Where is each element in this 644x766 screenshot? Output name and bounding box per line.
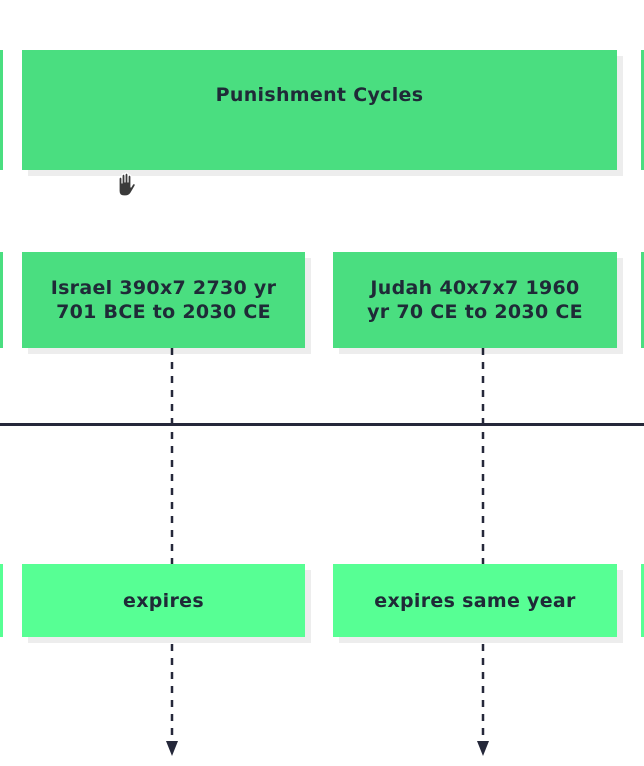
judah-cycle-label: Judah 40x7x7 1960 yr 70 CE to 2030 CE [367, 277, 583, 323]
horizontal-divider [0, 423, 644, 426]
judah-expires-node[interactable]: expires same year [333, 564, 617, 637]
arrow-down-icon [166, 741, 178, 756]
right-edge-box-sliver [641, 564, 644, 637]
israel-expires-node[interactable]: expires [22, 564, 305, 637]
left-edge-box-sliver [0, 50, 3, 170]
judah-cycle-node[interactable]: Judah 40x7x7 1960 yr 70 CE to 2030 CE [333, 252, 617, 348]
hand-grab-icon [118, 172, 136, 197]
judah-expires-label: expires same year [374, 589, 576, 612]
israel-expires-label: expires [123, 589, 204, 612]
right-edge-box-sliver [641, 50, 644, 170]
israel-cycle-node[interactable]: Israel 390x7 2730 yr 701 BCE to 2030 CE [22, 252, 305, 348]
punishment-cycles-node[interactable]: Punishment Cycles [22, 50, 617, 170]
right-edge-box-sliver [641, 252, 644, 348]
left-edge-box-sliver [0, 564, 3, 637]
israel-cycle-label: Israel 390x7 2730 yr 701 BCE to 2030 CE [50, 277, 277, 323]
left-edge-box-sliver [0, 252, 3, 348]
punishment-cycles-label: Punishment Cycles [215, 84, 424, 106]
arrow-down-icon [477, 741, 489, 756]
